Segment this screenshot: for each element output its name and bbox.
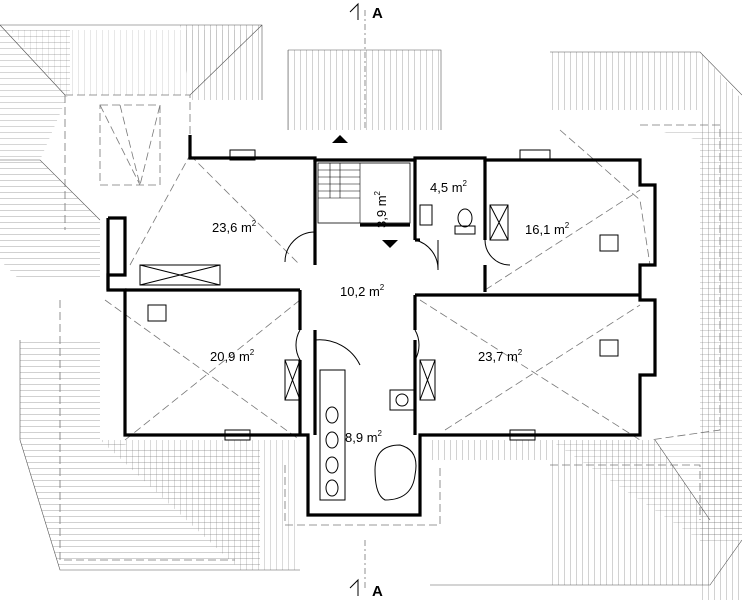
room-labels: 23,6 m2 3,9 m2 4,5 m2 16,1 m2 10,2 m2 20… (210, 179, 570, 445)
section-marker-top: A (349, 2, 383, 22)
fixtures (319, 204, 509, 501)
room-label-b: 3,9 m2 (373, 190, 389, 228)
exterior-walls (106, 135, 657, 517)
roof-hatching (0, 25, 742, 600)
toilet-icon (457, 208, 473, 228)
room-label-a: 23,6 m2 (212, 219, 257, 235)
room-label-d: 16,1 m2 (525, 221, 570, 237)
room-label-e: 10,2 m2 (340, 283, 385, 299)
furniture (139, 149, 619, 441)
sink-icon (419, 204, 433, 226)
section-label-bottom: A (372, 583, 383, 600)
room-label-h: 8,9 m2 (345, 429, 383, 445)
room-label-c: 4,5 m2 (430, 179, 468, 195)
section-marker-bottom: A (349, 578, 383, 600)
roof-outline (0, 24, 742, 586)
vanity-icon (319, 369, 346, 501)
bathtub-icon (374, 444, 417, 501)
room-label-g: 23,7 m2 (478, 348, 523, 364)
dashed-guides (59, 10, 721, 590)
section-label-top: A (372, 5, 383, 22)
staircase (317, 135, 411, 248)
room-label-f: 20,9 m2 (210, 348, 255, 364)
chair-icon (147, 304, 167, 322)
doors (284, 231, 511, 366)
